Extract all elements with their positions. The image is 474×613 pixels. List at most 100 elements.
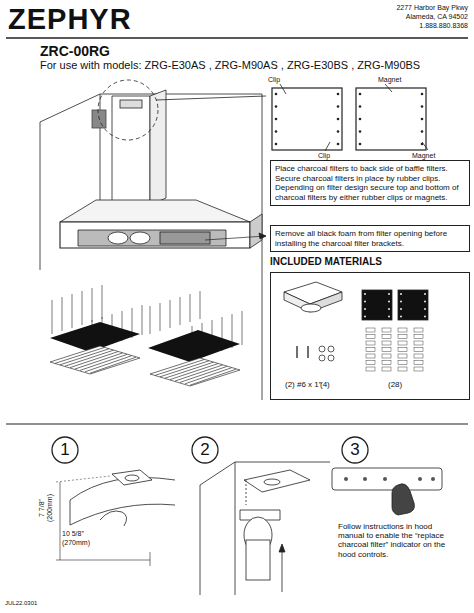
illustration-stroke [280, 84, 286, 94]
illustration-stroke [272, 88, 342, 150]
illustration-stroke [359, 143, 362, 146]
illustration-stroke [325, 142, 330, 151]
illustration-stroke [364, 301, 366, 303]
illustration-stroke [275, 130, 278, 133]
illustration-stroke [148, 330, 240, 362]
document-code: JUL22.0301 [5, 600, 37, 607]
illustration-stroke [112, 470, 152, 485]
illustration-stroke [142, 305, 143, 335]
illustration-stroke [398, 367, 407, 371]
illustration-stroke [366, 367, 375, 371]
illustration-stroke [364, 316, 366, 318]
illustration-stroke [364, 308, 366, 310]
illustration-stroke [424, 316, 426, 318]
dimension: (200mm) [46, 494, 54, 522]
model-list: For use with models: ZRG-E30AS , ZRG-M90… [40, 59, 420, 72]
illustration-stroke [170, 300, 171, 328]
illustration-stroke [344, 477, 435, 481]
illustration-stroke [382, 354, 391, 358]
illustration-stroke [6, 423, 468, 424]
illustration-stroke [363, 477, 367, 481]
illustration-stroke [246, 540, 270, 580]
illustration-stroke [264, 479, 280, 485]
illustration-stroke [52, 300, 53, 334]
illustration-stroke [62, 297, 63, 331]
illustration-stroke [275, 105, 278, 108]
note-box: Place charcoal filters to back side of b… [270, 160, 470, 206]
illustration-stroke [337, 93, 340, 96]
illustration-stroke [400, 301, 402, 303]
illustration-stroke [275, 93, 424, 146]
illustration-stroke [150, 358, 240, 386]
step-number-text: 3 [341, 436, 369, 464]
illustration-stroke [319, 346, 325, 352]
illustration-stroke [421, 118, 424, 121]
illustration-stroke [190, 369, 236, 385]
illustration-stroke [82, 291, 83, 325]
illustration-stroke [180, 366, 227, 382]
illustration-stroke [250, 214, 262, 248]
illustration-stroke [362, 290, 392, 320]
model-title: ZRC-00RG [40, 43, 110, 59]
illustration-stroke [398, 361, 407, 365]
illustration-stroke [382, 361, 391, 365]
step-circle [342, 437, 368, 463]
illustration-stroke [296, 346, 297, 358]
illustration-stroke [90, 357, 136, 373]
illustration-stroke [414, 361, 423, 365]
illustration-stroke [80, 354, 127, 370]
illustration-stroke [185, 368, 232, 384]
step-number-text: 2 [191, 436, 219, 464]
address-line: Alameda, CA 94502 [406, 13, 468, 21]
illustration-stroke [366, 361, 375, 365]
illustration-stroke [398, 348, 407, 352]
illustration-stroke [328, 355, 334, 361]
illustration-stroke [337, 105, 340, 108]
illustration-stroke [60, 482, 61, 560]
illustration-stroke [356, 88, 426, 150]
illustration-stroke [100, 511, 127, 526]
illustration-stroke [98, 80, 158, 140]
illustration-stroke [422, 142, 428, 150]
illustration-stroke [328, 346, 334, 352]
part-label: Magnet [378, 76, 401, 84]
illustration-stroke [337, 118, 340, 121]
step-number: 3 [341, 436, 369, 464]
illustration-stroke [301, 304, 321, 312]
illustration-stroke [275, 143, 278, 146]
illustration-stroke [282, 548, 283, 592]
illustration-stroke [275, 93, 278, 96]
illustration-stroke [60, 200, 250, 222]
illustration-stroke [319, 346, 334, 361]
illustration-stroke [398, 354, 407, 358]
illustration-stroke [160, 303, 161, 331]
illustration-stroke [424, 301, 426, 303]
illustration-stroke [364, 293, 366, 295]
illustration-stroke [388, 293, 390, 295]
illustration-stroke [392, 484, 414, 515]
quantity-label: (2) #6 x 1” [285, 380, 321, 389]
dimension: 7 7/8” [38, 499, 46, 517]
illustration-stroke [246, 480, 247, 505]
part-label: Magnet [412, 152, 435, 160]
illustration-stroke [108, 232, 128, 244]
illustration-stroke [50, 346, 240, 386]
illustration-stroke [297, 346, 308, 358]
illustration-stroke [72, 294, 73, 328]
illustration-stroke [364, 293, 426, 317]
illustration-stroke [92, 288, 93, 322]
illustration-stroke [359, 93, 362, 96]
illustration-stroke [400, 293, 402, 295]
illustration-stroke [112, 96, 150, 205]
illustration-stroke [150, 306, 151, 334]
illustration-stroke [421, 105, 424, 108]
illustration-stroke [180, 297, 181, 325]
illustration-stroke [150, 552, 151, 566]
illustration-stroke [398, 290, 428, 320]
note-text: Remove all black foam from filter openin… [275, 229, 465, 248]
illustration-stroke [382, 367, 391, 371]
illustration-stroke [366, 341, 375, 345]
